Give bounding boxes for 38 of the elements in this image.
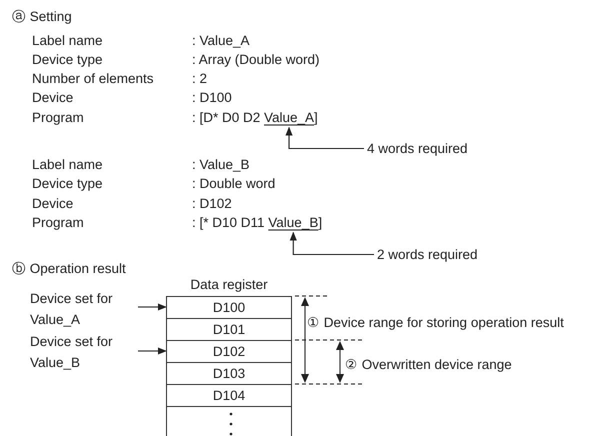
range-label: ② Overwritten device range [345,356,512,374]
leader-line [290,232,374,256]
field-name: Number of elements [32,70,154,88]
field-value: : Value_A [192,32,250,50]
register-cell: D104 [166,384,292,406]
program-text: : [D* D0 D2 Value_A] [192,108,318,126]
program-text: : [* D10 D11 Value_B] [192,212,322,232]
table-heading: Data register [189,276,269,294]
register-cell: D102 [166,340,292,362]
field-name: Label name [32,32,103,50]
field-name: Device [32,194,74,212]
field-name: Device [32,88,74,106]
field-name: Program [32,214,84,232]
register-cell [166,406,292,436]
field-value: : Value_B [192,156,250,174]
register-cell: D101 [166,318,292,340]
field-value: : 2 [192,70,208,88]
field-name: Device type [32,174,103,192]
field-value: : D102 [192,194,232,212]
section-heading: ⓐ Setting [12,8,72,26]
field-name: Device type [32,50,103,68]
note-text: 2 words required [377,245,478,264]
field-value: : D100 [192,88,232,106]
field-value: : Array (Double word) [192,50,320,68]
range-label: ① Device range for storing operation result [307,314,564,332]
register-cell: D100 [166,296,292,318]
note-text: 4 words required [367,139,468,158]
leader-line [285,126,364,150]
pointer-label: Device set for Value_B [30,331,138,373]
section-heading: ⓑ Operation result [12,260,126,278]
field-name: Program [32,108,84,126]
field-value: : Double word [192,174,276,192]
arrow [138,347,167,355]
data-register-table [166,277,292,436]
field-name: Label name [32,156,103,174]
pointer-label: Device set for Value_A [30,288,138,330]
register-cell: D103 [166,362,292,384]
arrow [138,303,167,311]
